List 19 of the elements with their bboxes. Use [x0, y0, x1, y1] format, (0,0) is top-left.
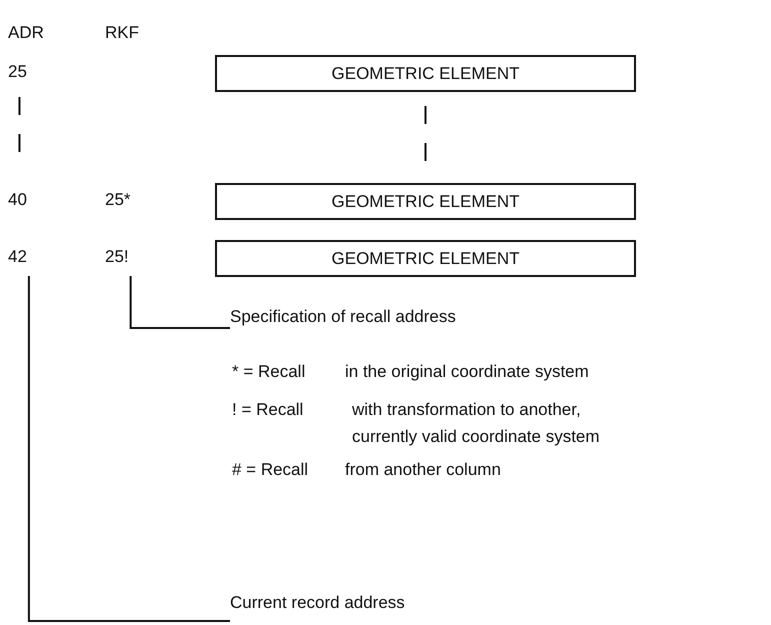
note-text: from another column: [345, 459, 501, 481]
leader-line: [130, 276, 230, 329]
note-text: * = Recall: [232, 361, 306, 383]
element-box: GEOMETRIC ELEMENT: [215, 240, 636, 277]
address-number: 40: [8, 189, 27, 211]
note-text: ! = Recall: [232, 399, 304, 421]
annotation-text: Current record address: [230, 592, 405, 621]
annotation-text: Specification of recall address: [230, 306, 456, 328]
column-header: ADR: [8, 22, 44, 44]
note-text: # = Recall: [232, 459, 308, 481]
element-box: GEOMETRIC ELEMENT: [215, 183, 636, 220]
column-header: RKF: [105, 22, 139, 44]
leader-line: [28, 276, 230, 622]
address-number: 42: [8, 246, 27, 268]
address-number: 25: [8, 61, 27, 83]
address-number: 25*: [105, 189, 131, 211]
element-box: GEOMETRIC ELEMENT: [215, 55, 636, 92]
address-number: 25!: [105, 246, 129, 268]
note-text: in the original coordinate system: [345, 361, 589, 383]
